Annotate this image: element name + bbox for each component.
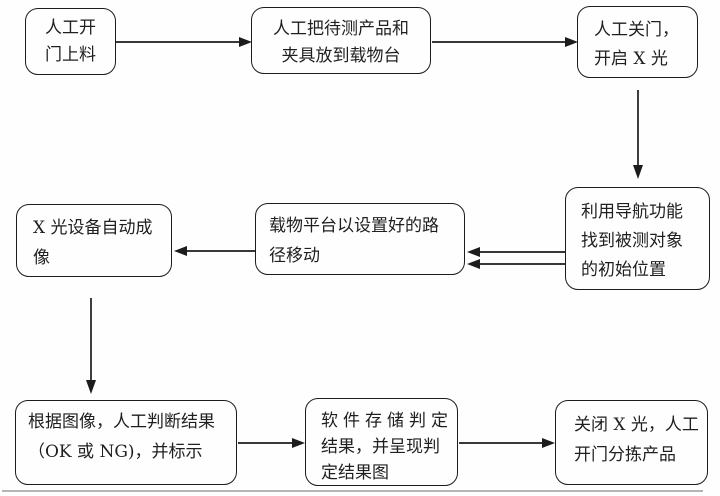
- node-text-line: 定结果图: [321, 463, 389, 483]
- arrow-imaging-to-judge: [86, 298, 96, 394]
- node-text-line: X 光设备自动成: [33, 218, 153, 238]
- node-text-line: 开门分拣产品: [574, 445, 676, 465]
- node-text-line: 像: [33, 248, 50, 268]
- arrow-open-door-to-place-product: [116, 37, 252, 47]
- node-text-line: （OK 或 NG)，并标示: [28, 442, 203, 462]
- node-text-line: 人工开: [45, 18, 96, 38]
- flow-node-close-xray-sort-product: 关闭 X 光，人工 开门分拣产品: [555, 400, 708, 485]
- node-text-line: 的初始位置: [581, 260, 666, 280]
- arrow-close-door-to-navigate: [633, 90, 643, 179]
- node-text-line: 夹具放到载物台: [281, 46, 401, 66]
- flow-node-navigate-to-initial-position: 利用导航功能 找到被测对象 的初始位置: [565, 187, 710, 290]
- flow-node-xray-auto-imaging: X 光设备自动成 像: [16, 204, 172, 277]
- arrow-place-product-to-close-door: [432, 37, 578, 47]
- node-text-line: 找到被测对象: [581, 231, 683, 251]
- arrow-stage-move-to-imaging: [174, 246, 255, 256]
- flow-node-software-store-result: 软件存储判定 结果，并呈现判 定结果图: [305, 398, 458, 486]
- node-text-line: 利用导航功能: [581, 202, 683, 222]
- arrow-judge-to-store: [238, 438, 305, 448]
- flow-node-manual-judge-result: 根据图像，人工判断结果 （OK 或 NG)，并标示: [15, 400, 237, 485]
- node-text-line: 关闭 X 光，人工: [574, 415, 699, 435]
- node-text-line: 结果，并呈现判: [321, 437, 440, 457]
- arrow-store-to-sort: [459, 438, 555, 448]
- node-text-line: 开启 X 光: [594, 49, 668, 69]
- node-text-line: 人工关门，: [594, 20, 679, 40]
- flow-node-stage-moves-along-path: 载物平台以设置好的路 径移动: [255, 203, 465, 275]
- flow-node-manual-open-door-load: 人工开 门上料: [25, 8, 116, 75]
- node-text-line: 载物平台以设置好的路: [269, 216, 439, 236]
- node-text-line: 软件存储判定: [321, 411, 453, 431]
- flow-node-close-door-start-xray: 人工关门， 开启 X 光: [577, 6, 698, 78]
- node-text-line: 门上料: [45, 45, 96, 65]
- flow-node-place-product-and-fixture: 人工把待测产品和 夹具放到载物台: [251, 7, 431, 74]
- node-text-line: 人工把待测产品和: [273, 19, 409, 39]
- bottom-shadow-line: [2, 490, 703, 492]
- node-text-line: 根据图像，人工判断结果: [28, 412, 215, 432]
- arrow-navigate-to-stage-move-lower: [467, 259, 565, 269]
- node-text-line: 径移动: [269, 246, 320, 266]
- arrow-navigate-to-stage-move-upper: [467, 247, 565, 257]
